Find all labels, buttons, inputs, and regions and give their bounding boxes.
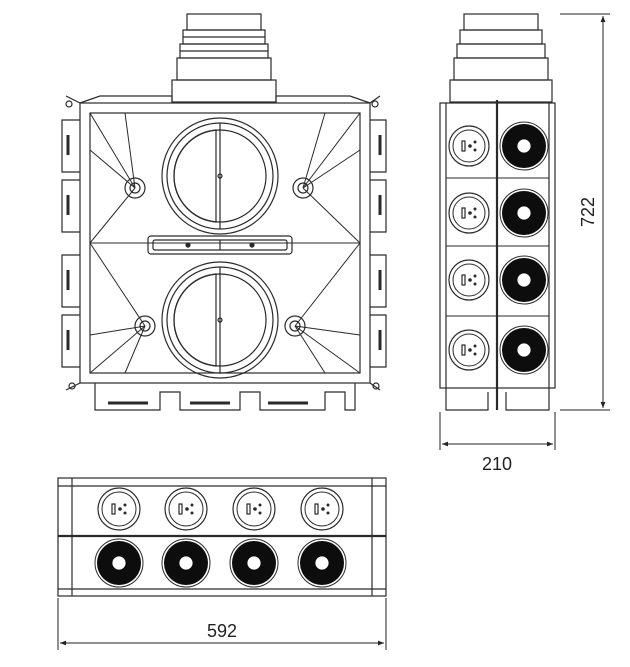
open-outlet	[97, 487, 141, 531]
height-dimension	[560, 13, 610, 411]
front-outer-frame	[79, 102, 371, 384]
bottom-open-outlets	[97, 487, 344, 531]
front-view	[61, 13, 387, 411]
side-width-dimension-label: 210	[482, 454, 512, 474]
bottom-width-dimension	[57, 598, 387, 650]
height-dimension-label: 722	[578, 197, 598, 227]
side-spigot	[449, 13, 553, 103]
capped-outlet	[229, 538, 279, 588]
side-segment-lines	[446, 177, 549, 317]
corner-ears	[65, 95, 381, 391]
capped-outlet	[499, 255, 549, 305]
upper-round-port	[161, 117, 279, 235]
bottom-capped-outlets	[94, 538, 347, 588]
open-outlet	[448, 125, 490, 167]
radial-ribs	[89, 112, 361, 374]
side-width-dimension	[439, 412, 556, 450]
right-side-clips	[370, 119, 387, 368]
screw-bosses	[124, 177, 314, 337]
capped-outlet	[499, 325, 549, 375]
side-capped-outlets	[499, 121, 549, 375]
open-outlet	[300, 487, 344, 531]
capped-outlet	[499, 121, 549, 171]
open-outlet	[164, 487, 208, 531]
capped-outlet	[161, 538, 211, 588]
capped-outlet	[297, 538, 347, 588]
side-view	[439, 13, 556, 411]
open-outlet	[448, 259, 490, 301]
bottom-width-dimension-label: 592	[207, 621, 237, 641]
open-outlet	[448, 329, 490, 371]
open-outlet	[448, 192, 490, 234]
side-open-outlets	[448, 125, 490, 371]
bottom-view	[57, 477, 387, 597]
front-spigot	[171, 13, 277, 103]
open-outlet	[232, 487, 276, 531]
capped-outlet	[94, 538, 144, 588]
left-side-clips	[61, 119, 80, 368]
bottom-feet	[94, 383, 356, 411]
capped-outlet	[499, 188, 549, 238]
lower-round-port	[161, 261, 279, 379]
center-bar	[147, 235, 293, 255]
